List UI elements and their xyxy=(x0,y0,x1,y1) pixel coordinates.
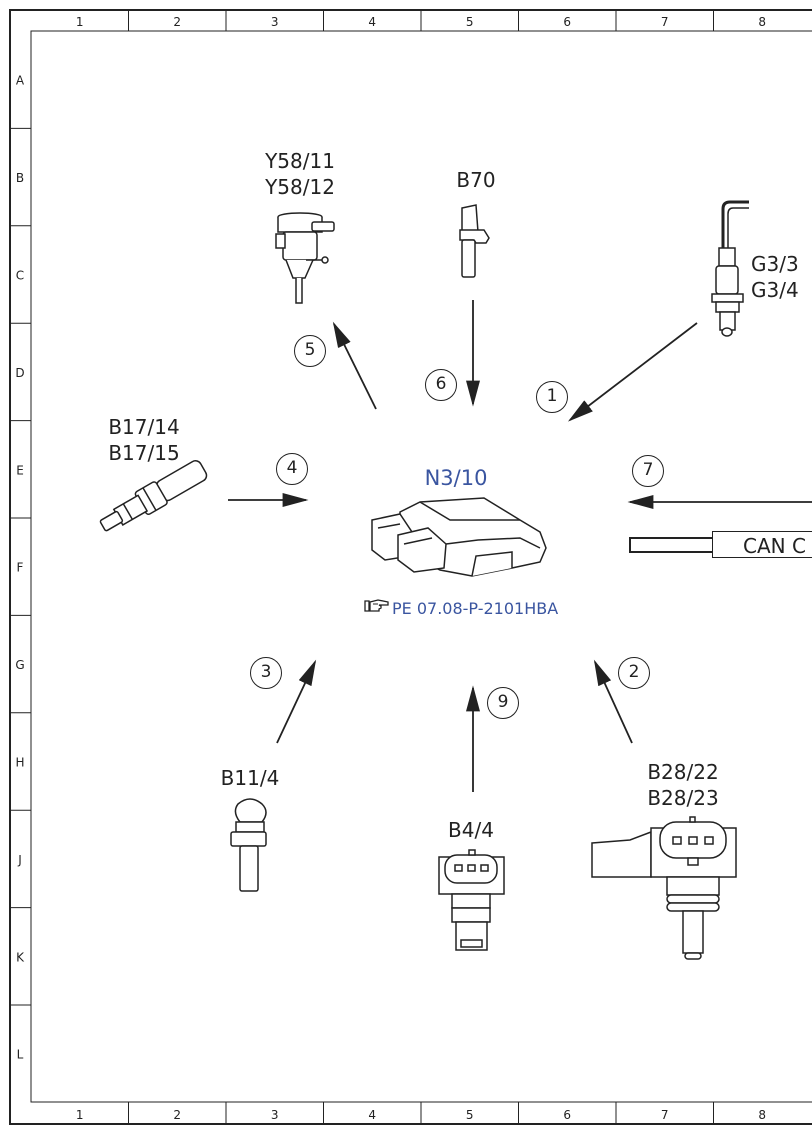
b17-label: B17/14 B17/15 xyxy=(104,414,184,466)
y58-label: Y58/11 Y58/12 xyxy=(262,148,338,200)
callout-7: 7 xyxy=(632,455,664,487)
signal-arrows xyxy=(228,300,812,792)
g3-label-1: G3/3 xyxy=(751,252,799,276)
fuel-pressure-sensor-drawing xyxy=(438,849,505,951)
grid-col-8-bottom: 8 xyxy=(758,1108,766,1122)
grid-col-6-top: 6 xyxy=(563,15,571,29)
b17-label-1: B17/14 xyxy=(108,415,180,439)
can-label: CAN C xyxy=(712,531,812,558)
reference-text: PE 07.08-P-2101HBA xyxy=(392,599,559,618)
grid-row-E: E xyxy=(16,463,24,477)
b4-label: B4/4 xyxy=(448,818,494,842)
inner-frame xyxy=(30,30,812,1103)
g3-label-2: G3/4 xyxy=(751,278,799,302)
grid-col-2-top: 2 xyxy=(173,15,181,29)
grid-col-7-bottom: 7 xyxy=(661,1108,669,1122)
boost-pressure-sensor-drawing xyxy=(591,816,737,960)
callout-9: 9 xyxy=(487,687,519,719)
grid-row-L: L xyxy=(17,1048,24,1062)
callout-6: 6 xyxy=(425,369,457,401)
grid-col-8-top: 8 xyxy=(758,15,766,29)
grid-row-F: F xyxy=(17,561,24,575)
grid-row-J: J xyxy=(17,853,22,867)
grid-col-4-top: 4 xyxy=(368,15,376,29)
g3-label: G3/3 G3/4 xyxy=(751,251,799,303)
grid-col-3-top: 3 xyxy=(271,15,279,29)
grid-col-7-top: 7 xyxy=(661,15,669,29)
grid-col-5-bottom: 5 xyxy=(466,1108,474,1122)
outer-frame xyxy=(9,9,812,1125)
reference-link[interactable]: PE 07.08-P-2101HBA xyxy=(364,598,558,618)
grid-col-3-bottom: 3 xyxy=(271,1108,279,1122)
b17-label-2: B17/15 xyxy=(108,441,180,465)
grid-row-H: H xyxy=(15,756,24,770)
b11-label: B11/4 xyxy=(220,766,280,790)
callout-4: 4 xyxy=(276,453,308,485)
grid-row-C: C xyxy=(16,269,24,283)
grid-col-6-bottom: 6 xyxy=(563,1108,571,1122)
b28-label: B28/22 B28/23 xyxy=(642,759,724,811)
grid-col-4-bottom: 4 xyxy=(368,1108,376,1122)
ecu-drawing xyxy=(371,497,547,577)
intake-temp-sensor-drawing xyxy=(99,460,208,532)
callout-2: 2 xyxy=(618,657,650,689)
grid-col-1-top: 1 xyxy=(76,15,84,29)
b70-label: B70 xyxy=(456,168,496,192)
grid-col-1-bottom: 1 xyxy=(76,1108,84,1122)
arrow-1 xyxy=(567,322,698,422)
grid-col-5-top: 5 xyxy=(466,15,474,29)
grid-row-G: G xyxy=(15,658,24,672)
grid-row-K: K xyxy=(16,950,25,964)
arrow-5 xyxy=(332,321,377,410)
y58-label-2: Y58/12 xyxy=(265,175,335,199)
callout-3: 3 xyxy=(250,657,282,689)
arrow-3 xyxy=(276,659,317,744)
coolant-sensor-drawing xyxy=(230,798,267,892)
arrow-2 xyxy=(593,659,633,744)
grid-col-2-bottom: 2 xyxy=(173,1108,181,1122)
callout-5: 5 xyxy=(294,335,326,367)
grid-row-A: A xyxy=(16,74,25,88)
pointing-hand-icon xyxy=(364,598,392,618)
b28-label-2: B28/23 xyxy=(647,786,719,810)
purge-valve-drawing xyxy=(275,212,335,304)
grid-row-B: B xyxy=(16,171,24,185)
can-bus-bar xyxy=(629,537,721,553)
crank-sensor-drawing xyxy=(459,204,490,278)
y58-label-1: Y58/11 xyxy=(265,149,335,173)
o2-sensor-drawing xyxy=(711,200,749,337)
grid-row-D: D xyxy=(15,366,24,380)
callout-1: 1 xyxy=(536,381,568,413)
b28-label-1: B28/22 xyxy=(647,760,719,784)
ecu-label: N3/10 xyxy=(424,466,488,490)
